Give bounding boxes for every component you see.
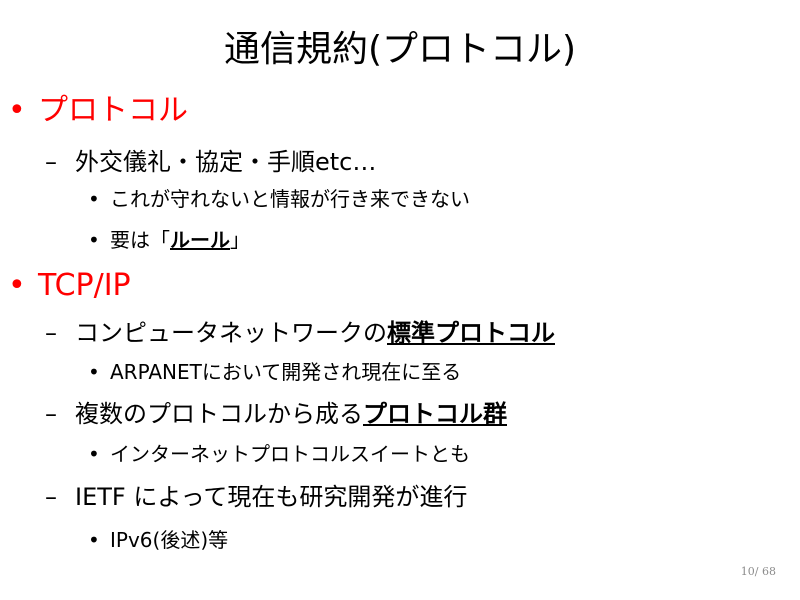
bullet-dot-icon: •	[88, 442, 100, 466]
bullet-level3-arpanet: • ARPANETにおいて開発され現在に至る	[88, 358, 462, 386]
bullet-level3-internet-suite: • インターネットプロトコルスイートとも	[88, 440, 470, 468]
bullet-text: TCP/IP	[38, 268, 131, 303]
emphasis-protocol-suite: プロトコル群	[363, 400, 507, 428]
bullet-text: IPv6(後述)等	[110, 528, 229, 552]
bullet-dot-icon: •	[88, 228, 100, 252]
bullet-dot-icon: •	[8, 93, 26, 128]
bullet-level1-protocol: • プロトコル	[8, 92, 188, 130]
bullet-text: ARPANETにおいて開発され現在に至る	[110, 360, 462, 384]
dash-icon: –	[45, 400, 57, 428]
bullet-text: IETF によって現在も研究開発が進行	[75, 483, 468, 511]
bullet-text: 外交儀礼・協定・手順etc…	[75, 148, 377, 176]
slide-title: 通信規約(プロトコル)	[223, 29, 577, 70]
dash-icon: –	[45, 148, 57, 176]
bullet-level2-standard: – コンピュータネットワークの標準プロトコル	[45, 317, 555, 349]
emphasis-standard-protocol: 標準プロトコル	[387, 319, 555, 347]
bullet-level3-rule: • 要は「ルール」	[88, 226, 250, 254]
bullet-level1-tcpip: • TCP/IP	[8, 267, 131, 305]
page-number: 10/ 68	[740, 565, 776, 578]
bullet-dot-icon: •	[88, 360, 100, 384]
bullet-dot-icon: •	[88, 528, 100, 552]
bullet-text: インターネットプロトコルスイートとも	[110, 442, 470, 466]
bullet-dot-icon: •	[8, 268, 26, 303]
bullet-text-suffix: 」	[230, 228, 250, 252]
bullet-text-prefix: 要は「	[110, 228, 170, 252]
bullet-level3-ipv6: • IPv6(後述)等	[88, 526, 229, 554]
bullet-level2-diplomacy: – 外交儀礼・協定・手順etc…	[45, 146, 377, 178]
bullet-level3-info: • これが守れないと情報が行き来できない	[88, 185, 470, 213]
bullet-text: これが守れないと情報が行き来できない	[110, 187, 470, 211]
bullet-text: プロトコル	[38, 93, 188, 128]
bullet-level2-ietf: – IETF によって現在も研究開発が進行	[45, 481, 468, 513]
emphasis-rule: ルール	[170, 228, 230, 252]
dash-icon: –	[45, 483, 57, 511]
bullet-level2-suite: – 複数のプロトコルから成るプロトコル群	[45, 398, 507, 430]
bullet-dot-icon: •	[88, 187, 100, 211]
dash-icon: –	[45, 319, 57, 347]
bullet-text-prefix: コンピュータネットワークの	[75, 319, 387, 347]
bullet-text-prefix: 複数のプロトコルから成る	[75, 400, 363, 428]
